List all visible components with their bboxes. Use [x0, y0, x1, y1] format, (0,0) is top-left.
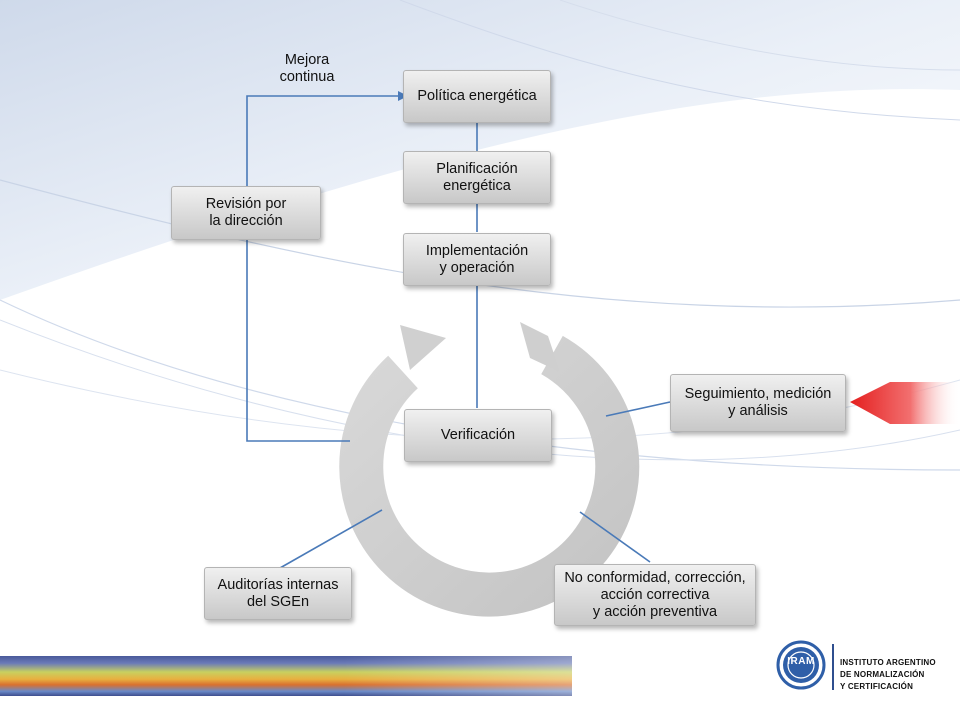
logo-divider: [832, 644, 834, 690]
highlight-arrow: [850, 382, 960, 424]
node-no-conformidad: No conformidad, corrección, acción corre…: [554, 564, 756, 626]
iram-emblem-icon: [776, 640, 826, 690]
label-mejora-continua: Mejora continua: [279, 52, 335, 85]
connector-revision-politica: [246, 95, 398, 186]
cycle-arrow-head: [400, 325, 446, 370]
logo-line-3: Y CERTIFICACIÓN: [840, 682, 914, 691]
background-wash: [0, 0, 960, 300]
connector-no-conformidad: [579, 511, 651, 563]
footer-color-band: [0, 656, 572, 696]
logo-line-1: INSTITUTO ARGENTINO: [840, 658, 936, 667]
iram-logo: IRAM INSTITUTO ARGENTINO DE NORMALIZACIÓ…: [776, 640, 956, 696]
background-swoosh: [399, 0, 960, 121]
footer-color-band-fade: [0, 656, 572, 696]
cycle-arrow-head-right: [520, 322, 560, 372]
cycle-arrow: [339, 335, 640, 617]
logo-line-2: DE NORMALIZACIÓN: [840, 670, 925, 679]
node-politica-energetica: Política energética: [403, 70, 551, 123]
node-verificacion: Verificación: [404, 409, 552, 462]
iram-emblem-text: IRAM: [787, 656, 815, 667]
node-planificacion-energetica: Planificación energética: [403, 151, 551, 204]
background-swoosh: [559, 0, 960, 71]
node-auditorias-internas: Auditorías internas del SGEn: [204, 567, 352, 620]
node-seguimiento-medicion: Seguimiento, medición y análisis: [670, 374, 846, 432]
connector-seguimiento: [605, 401, 671, 417]
node-implementacion-operacion: Implementación y operación: [403, 233, 551, 286]
connector-auditorias: [279, 509, 383, 569]
connector-verificacion-revision: [246, 240, 350, 442]
node-revision-direccion: Revisión por la dirección: [171, 186, 321, 240]
